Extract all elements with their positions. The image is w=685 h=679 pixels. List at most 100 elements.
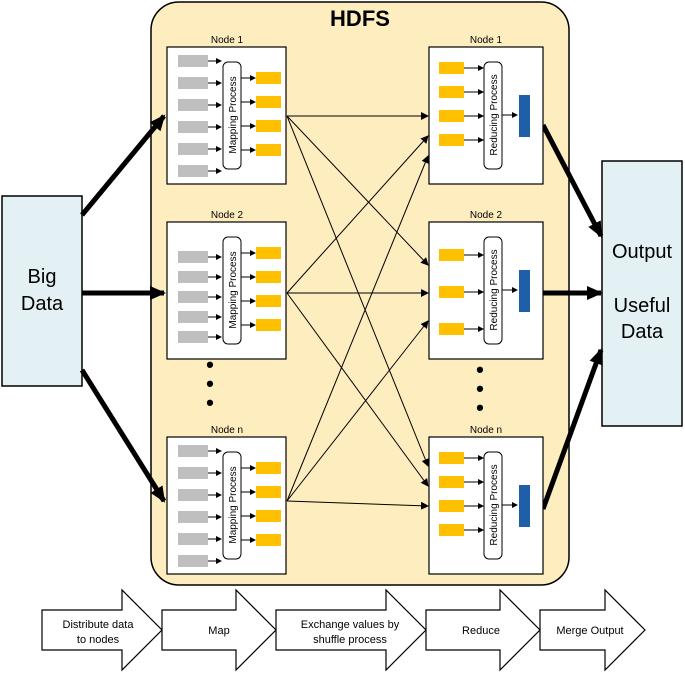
mapped-value-block [256, 462, 281, 474]
ellipsis-dot: • [476, 376, 484, 401]
reduce-node-label: Node n [470, 425, 502, 436]
shuffled-value-block [439, 452, 464, 464]
reduced-result-block [519, 95, 530, 137]
flow-arrow-shape [539, 588, 646, 672]
flow-step-text-line1: Map [208, 625, 229, 637]
map-node-label: Node n [211, 425, 243, 436]
flow-step-text-line1: Distribute data [63, 619, 135, 631]
shuffled-value-block [439, 134, 464, 146]
flow-arrow-shape [161, 588, 277, 672]
big-data-label-line2: Data [21, 293, 64, 315]
mapped-value-block [256, 486, 281, 498]
shuffle-arrow [286, 500, 429, 510]
mapping-process-label: Mapping Process [228, 76, 239, 153]
input-data-block [178, 489, 208, 501]
flow-step-text-line1: Merge Output [556, 625, 623, 637]
ellipsis-dot: • [206, 390, 214, 415]
output-label-line2: Useful [614, 295, 671, 317]
mapping-process-pill [222, 236, 242, 345]
ellipsis-dot: • [476, 357, 484, 382]
shuffle-arrow [286, 155, 430, 502]
input-data-block [178, 445, 208, 457]
mapping-process-pill [222, 451, 242, 560]
map-node-1: Node 1 Mapping Process [166, 35, 287, 185]
input-data-block [178, 55, 208, 67]
mapping-process-label: Mapping Process [228, 466, 239, 543]
mapped-value-block [256, 319, 281, 331]
mapped-value-block [256, 72, 281, 84]
shuffled-value-block [439, 524, 464, 536]
reducing-process-label: Reducing Process [489, 74, 500, 155]
mapped-value-block [256, 120, 281, 132]
flow-step-text-line1: Reduce [462, 625, 500, 637]
shuffle-arrow [286, 320, 429, 502]
mapping-process-label: Mapping Process [228, 251, 239, 328]
merge-arrow-node-1 [540, 123, 604, 238]
flow-step-text-line2: shuffle process [313, 634, 387, 646]
distribute-arrow-node-n [79, 368, 167, 503]
map-node-label: Node 1 [211, 35, 244, 46]
distribute-arrow-node-1 [80, 114, 166, 217]
map-node-2: Node 2 Mapping Process [166, 210, 287, 360]
input-data-block [178, 331, 208, 343]
flow-step-distribute: Distribute data to nodes [41, 588, 163, 672]
input-data-block [178, 291, 208, 303]
mapped-value-block [256, 144, 281, 156]
reduce-node-label: Node 1 [470, 35, 503, 46]
shuffled-value-block [439, 110, 464, 122]
reducing-process-label: Reducing Process [489, 464, 500, 545]
input-data-block [178, 555, 208, 567]
mapped-value-block [256, 510, 281, 522]
shuffled-value-block [439, 62, 464, 74]
flow-step-text-line1: Exchange values by [301, 619, 400, 631]
flow-step-shuffle: Exchange values by shuffle process [275, 588, 427, 672]
input-data-block [178, 99, 208, 111]
reduce-node-n: Node n Reducing Process [428, 425, 544, 575]
merge-arrow-node-n [540, 348, 604, 510]
mapping-process-pill [222, 61, 242, 170]
output-label-line3: Data [621, 321, 664, 343]
flow-step-merge: Merge Output [539, 588, 646, 672]
shuffled-value-block [439, 249, 464, 261]
input-data-block [178, 121, 208, 133]
map-node-n: Node n Mapping Process [166, 425, 287, 575]
shuffled-value-block [439, 286, 464, 298]
shuffled-value-block [439, 86, 464, 98]
flow-arrow-shape [425, 588, 541, 672]
input-data-block [178, 311, 208, 323]
output-box [601, 160, 683, 427]
flow-step-map: Map [161, 588, 277, 672]
input-data-block [178, 271, 208, 283]
flow-arrow-shape [275, 588, 427, 672]
shuffle-arrow [286, 135, 429, 294]
big-data-box [1, 195, 83, 387]
input-data-block [178, 143, 208, 155]
reduce-node-label: Node 2 [470, 210, 503, 221]
map-ellipsis: • • • [206, 352, 214, 415]
input-data-block [178, 467, 208, 479]
hdfs-title: HDFS [330, 6, 390, 31]
reducing-process-label: Reducing Process [489, 249, 500, 330]
reduce-node-1: Node 1 Reducing Process [428, 35, 544, 185]
shuffle-arrow [286, 292, 429, 487]
map-node-label: Node 2 [211, 210, 244, 221]
input-data-block [178, 533, 208, 545]
reduce-node-2: Node 2 Reducing Process [428, 210, 544, 360]
flow-step-reduce: Reduce [425, 588, 541, 672]
reduce-ellipsis: • • • [476, 357, 484, 420]
big-data-label-line1: Big [28, 266, 57, 288]
input-data-block [178, 165, 208, 177]
mapped-value-block [256, 96, 281, 108]
mapped-value-block [256, 295, 281, 307]
flow-step-text-line2: to nodes [77, 634, 120, 646]
shuffled-value-block [439, 476, 464, 488]
ellipsis-dot: • [206, 352, 214, 377]
input-data-block [178, 511, 208, 523]
process-flow: Distribute data to nodes Map Exchange va… [41, 588, 646, 672]
flow-arrow-shape [41, 588, 163, 672]
mapped-value-block [256, 271, 281, 283]
reduced-result-block [519, 485, 530, 527]
mapped-value-block [256, 534, 281, 546]
output-label-line1: Output [612, 241, 672, 263]
